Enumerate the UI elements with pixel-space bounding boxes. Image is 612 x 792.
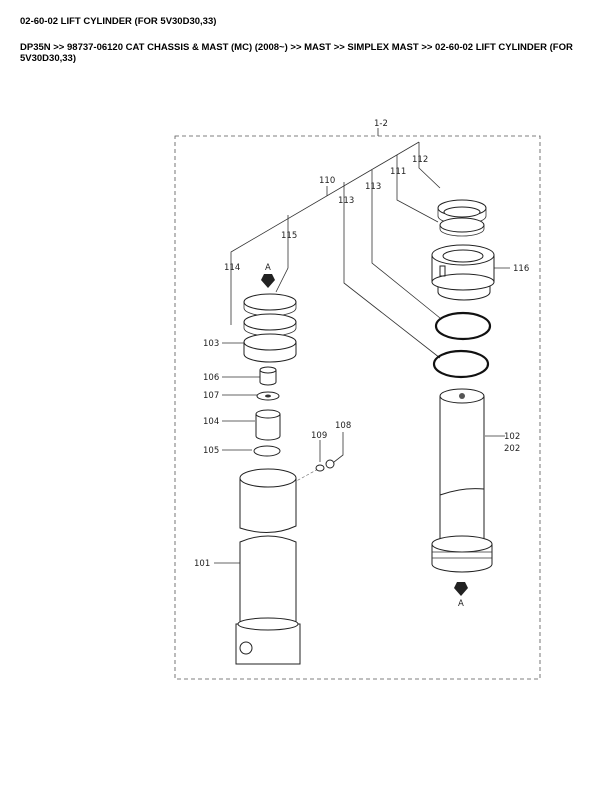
part-113-o-ring (432, 349, 490, 379)
part-104-spacer (255, 409, 281, 441)
callout-107: 107 (203, 391, 219, 401)
callout-106: 106 (203, 373, 219, 383)
view-marker-a: A (458, 599, 464, 609)
part-106-valve (259, 366, 277, 386)
part-101-cylinder-tube (235, 468, 301, 665)
callout-104: 104 (203, 417, 219, 427)
callout-113: 113 (338, 196, 354, 206)
part-108-plug (325, 459, 335, 469)
view-marker-a: A (265, 263, 271, 273)
view-arrow-icon (261, 274, 275, 288)
callout-101: 101 (194, 559, 210, 569)
part-111-ring (439, 217, 485, 237)
callout-105: 105 (203, 446, 219, 456)
callout-102: 102 (504, 432, 520, 442)
callout-112: 112 (412, 155, 428, 165)
part-103-bushing (243, 333, 297, 363)
part-105-ring (253, 445, 281, 457)
part-107-washer (256, 391, 280, 401)
part-115-seal (243, 293, 297, 317)
page-title: 02-60-02 LIFT CYLINDER (FOR 5V30D30,33) (20, 16, 217, 27)
callout-202: 202 (504, 444, 520, 454)
part-109-washer (315, 464, 325, 472)
callout-103: 103 (203, 339, 219, 349)
part-102-piston-rod (431, 388, 493, 573)
callout-111: 111 (390, 167, 406, 177)
part-116-gland (431, 244, 495, 301)
callout-115: 115 (281, 231, 297, 241)
callout-110: 110 (319, 176, 335, 186)
callout-113: 113 (365, 182, 381, 192)
callout-116: 116 (513, 264, 529, 274)
callout-109: 109 (311, 431, 327, 441)
callout-114: 114 (224, 263, 240, 273)
view-arrow-icon (454, 582, 468, 596)
part-113-o-ring (434, 311, 492, 341)
callout-108: 108 (335, 421, 351, 431)
assembly-frame (174, 135, 541, 680)
breadcrumb: DP35N >> 98737-06120 CAT CHASSIS & MAST … (20, 42, 573, 64)
part-114-ring (243, 313, 297, 337)
group-label: 1-2 (374, 119, 388, 129)
